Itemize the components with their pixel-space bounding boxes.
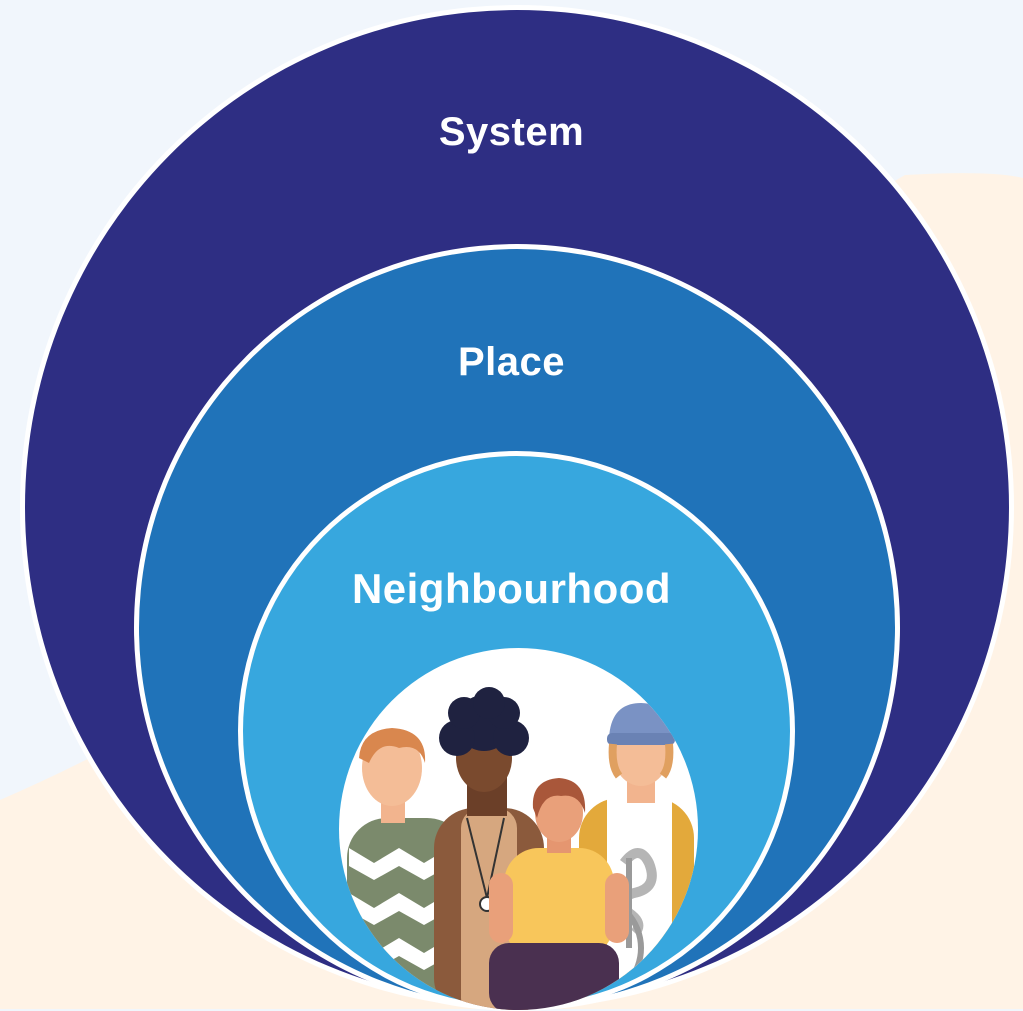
neighbourhood-label: Neighbourhood: [351, 565, 672, 612]
place-label: Place: [457, 340, 566, 384]
person-center-icon: [489, 778, 629, 1010]
system-label: System: [438, 110, 585, 154]
people-group-icon: [347, 687, 694, 1010]
people-illustration: [339, 648, 698, 1010]
